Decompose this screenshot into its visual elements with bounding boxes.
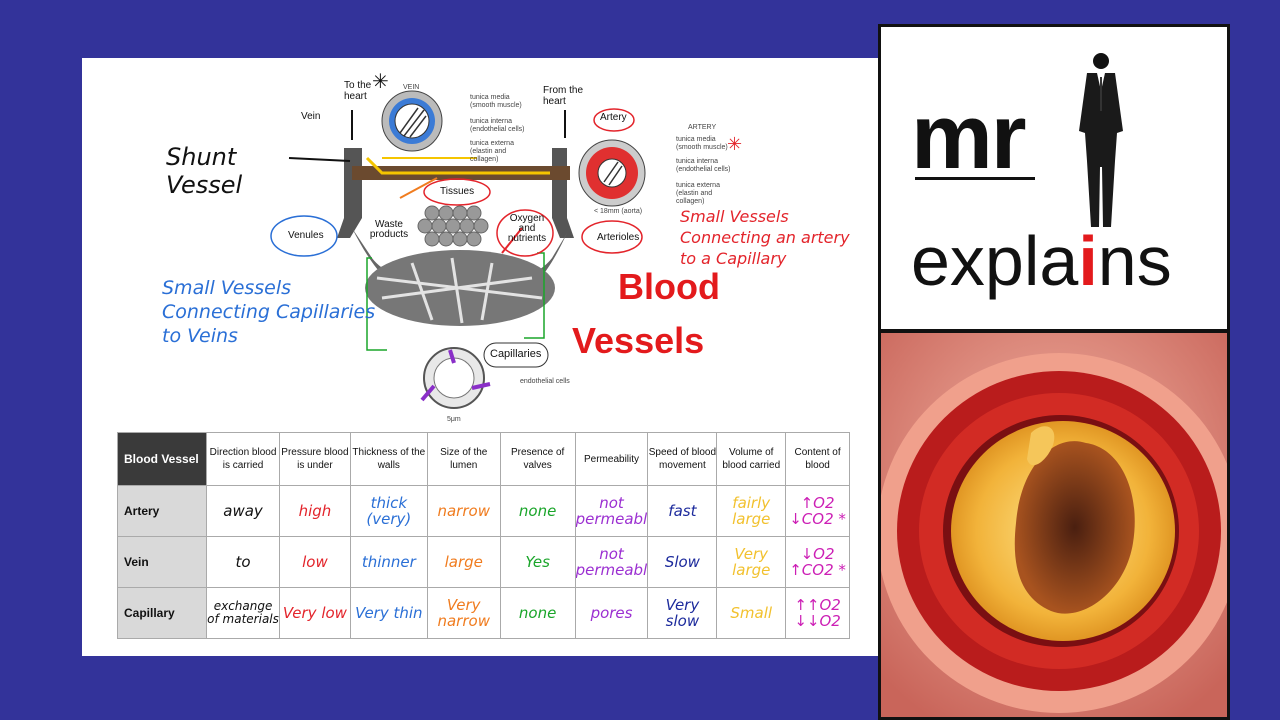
aorta-size: < 18mm (aorta): [594, 208, 643, 215]
table-cell: Very large: [716, 536, 787, 588]
oxygen-label: Oxygen and nutrients: [507, 213, 547, 244]
table-header: Permeability: [574, 432, 649, 486]
table-cell: to: [206, 536, 280, 588]
tissues-label: Tissues: [440, 186, 475, 197]
table-row: Capillary exchange of materials Very low…: [116, 587, 850, 639]
artery-tunica-interna: tunica interna (endothelial cells): [676, 158, 731, 173]
artery-label: Artery: [600, 112, 627, 123]
artery-title: ARTERY: [688, 124, 717, 131]
table-header: Thickness of the walls: [349, 432, 428, 486]
vein-tunica-externa: tunica externa (elastin and collagen): [470, 140, 514, 163]
table-header: Size of the lumen: [426, 432, 501, 486]
title-line2: Vessels: [572, 320, 705, 361]
table-cell: Yes: [499, 536, 576, 588]
capillary-size: 5μm: [447, 416, 461, 423]
table-header: Presence of valves: [499, 432, 576, 486]
table-row: Vein to low thinner large Yes not permea…: [116, 536, 850, 588]
svg-text:✳: ✳: [372, 71, 389, 93]
small-vessels-veins-annotation: Small Vessels Connecting Capillaries to …: [162, 277, 376, 347]
logo-explains-start: expla: [911, 222, 1079, 300]
artery-image: [878, 330, 1230, 720]
table-header: Direction blood is carried: [206, 432, 280, 486]
table-cell: Small: [716, 587, 787, 639]
table-cell: none: [499, 587, 576, 639]
table-header: Speed of blood movement: [647, 432, 718, 486]
table-cell: exchange of materials: [206, 587, 280, 639]
logo-explains: explains: [911, 223, 1172, 299]
logo-explains-i: i: [1078, 222, 1098, 300]
table-row: Artery away high thick (very) narrow non…: [116, 485, 850, 537]
table-cell: Slow: [647, 536, 718, 588]
table-cell: none: [499, 485, 576, 537]
table-cell: Very thin: [349, 587, 428, 639]
comparison-table: Blood Vessel Direction blood is carried …: [116, 432, 850, 639]
vein-title: VEIN: [403, 84, 420, 91]
businessman-icon: [1079, 53, 1123, 227]
artery-cross-section-image: [881, 333, 1227, 717]
table-cell: Very low: [278, 587, 351, 639]
small-vessels-arteries-annotation: Small Vessels Connecting an artery to a …: [680, 207, 850, 268]
table-cell: pores: [574, 587, 649, 639]
logo-mr: mr: [911, 86, 1027, 188]
svg-text:✳: ✳: [727, 134, 742, 154]
table-cell: Very narrow: [426, 587, 501, 639]
table-cell: thinner: [349, 536, 428, 588]
table-header: Pressure blood is under: [278, 432, 351, 486]
table-cell: not permeable: [574, 536, 649, 588]
table-header: Volume of blood carried: [716, 432, 787, 486]
shunt-annotation: Shunt Vessel: [166, 143, 243, 199]
table-cell: high: [278, 485, 351, 537]
row-label: Vein: [116, 536, 208, 588]
row-label: Capillary: [116, 587, 208, 639]
vein-tunica-media: tunica media (smooth muscle): [470, 94, 522, 109]
from-heart-label: From the heart: [543, 85, 584, 107]
vein-tunica-interna: tunica interna (endothelial cells): [470, 118, 525, 133]
table-header-row: Blood Vessel Direction blood is carried …: [116, 432, 850, 486]
title-line1: Blood: [618, 266, 720, 307]
table-cell: ↓O2 ↑CO2 *: [785, 536, 850, 588]
table-cell: low: [278, 536, 351, 588]
table-header: Content of blood: [785, 432, 850, 486]
capillaries-label: Capillaries: [490, 348, 542, 360]
artery-tunica-media: tunica media (smooth muscle): [676, 136, 728, 151]
table-cell: ↑↑O2 ↓↓O2: [785, 587, 850, 639]
vein-label: Vein: [301, 111, 321, 122]
logo-underline: [915, 177, 1035, 180]
table-cell: away: [206, 485, 280, 537]
table-cell: not permeable: [574, 485, 649, 537]
to-heart-label: To the heart: [344, 80, 372, 102]
artery-tunica-externa: tunica externa (elastin and collagen): [676, 182, 720, 205]
arterioles-label: Arterioles: [597, 232, 640, 243]
table-cell: ↑O2 ↓CO2 *: [785, 485, 850, 537]
endothelial-label: endothelial cells: [520, 378, 570, 385]
table-cell: narrow: [426, 485, 501, 537]
venules-label: Venules: [288, 230, 324, 241]
table-cell: fast: [647, 485, 718, 537]
table-cell: thick (very): [349, 485, 428, 537]
waste-label: Waste products: [369, 219, 409, 240]
table-cell: large: [426, 536, 501, 588]
table-cell: Very slow: [647, 587, 718, 639]
table-cell: fairly large: [716, 485, 787, 537]
table-header: Blood Vessel: [116, 432, 208, 486]
logo-explains-end: ns: [1097, 222, 1172, 300]
logo-panel: mr explains: [878, 24, 1230, 332]
row-label: Artery: [116, 485, 208, 537]
blood-vessel-diagram: ✳ ✳: [270, 71, 742, 409]
